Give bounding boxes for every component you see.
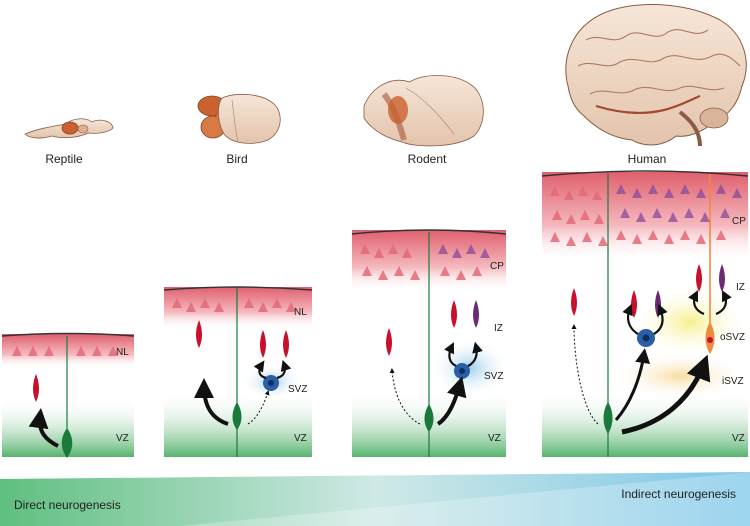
species-label-bird: Bird — [226, 152, 247, 166]
zone-label-nl-reptile: NL — [116, 347, 129, 358]
indirect-neurogenesis-label: Indirect neurogenesis — [621, 487, 736, 501]
species-label-human: Human — [628, 152, 667, 166]
zone-label-cp-rodent: CP — [490, 261, 504, 272]
reptile-cortex-block — [1, 332, 135, 458]
bird-brain-illustration — [197, 93, 281, 144]
bird-cortex-block — [163, 286, 313, 457]
zone-label-vz-reptile: VZ — [116, 433, 129, 444]
zone-label-vz-bird: VZ — [294, 433, 307, 444]
zone-label-cp-human: CP — [732, 216, 746, 227]
rodent-cortex-block — [351, 229, 510, 457]
direct-neurogenesis-label: Direct neurogenesis — [14, 498, 121, 512]
human-brain-illustration — [565, 4, 747, 147]
zone-label-nl-bird: NL — [294, 307, 307, 318]
zone-label-vz-rodent: VZ — [488, 433, 501, 444]
zone-label-svz-rodent: SVZ — [484, 371, 503, 382]
reptile-brain-illustration — [24, 118, 114, 139]
zone-label-isvz-human: iSVZ — [722, 376, 744, 387]
human-cortex-block — [541, 170, 750, 457]
zone-label-osvz-human: oSVZ — [720, 332, 745, 343]
neurogenesis-gradient-band — [0, 472, 750, 526]
rodent-brain-illustration — [363, 75, 484, 147]
zone-label-iz-rodent: IZ — [494, 323, 503, 334]
species-label-reptile: Reptile — [45, 152, 83, 166]
zone-label-iz-human: IZ — [736, 282, 745, 293]
species-label-rodent: Rodent — [408, 152, 447, 166]
zone-label-svz-bird: SVZ — [288, 384, 307, 395]
zone-label-vz-human: VZ — [732, 433, 745, 444]
